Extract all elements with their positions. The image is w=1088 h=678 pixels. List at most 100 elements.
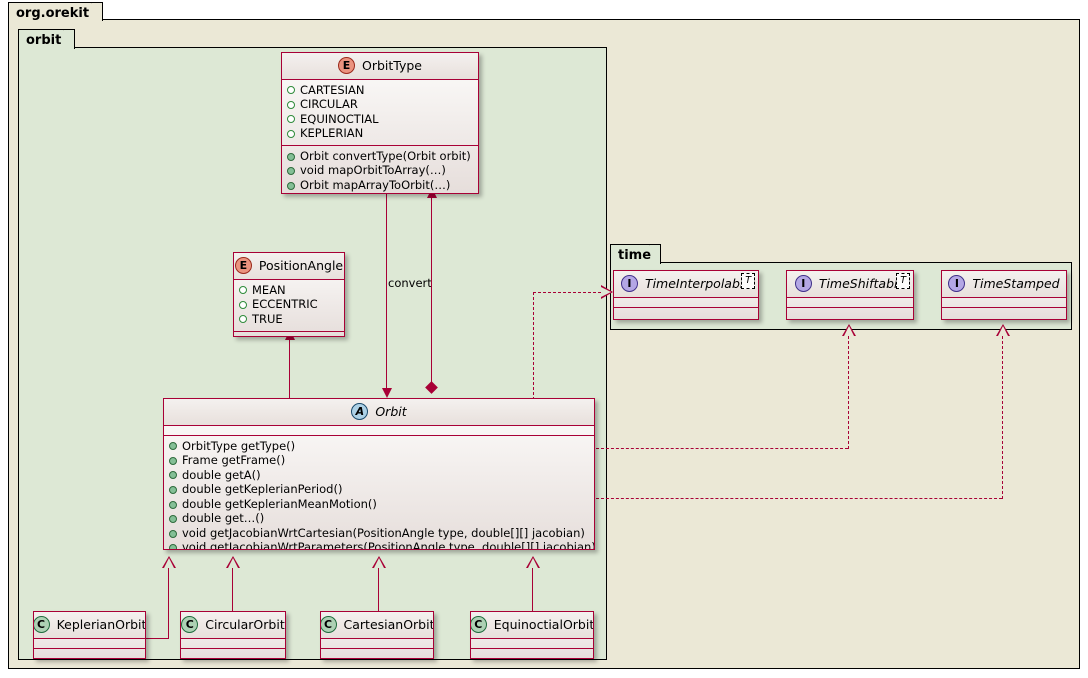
method-row: Orbit mapArrayToOrbit(…) xyxy=(287,178,473,193)
position-angle-fields: MEAN ECCENTRIC TRUE xyxy=(234,280,344,332)
edge-position-angle-line xyxy=(289,337,291,398)
method-row: Orbit convertType(Orbit orbit) xyxy=(287,149,473,164)
class-node-equinoctial-orbit[interactable]: C EquinoctialOrbit xyxy=(470,611,594,659)
public-method-icon xyxy=(169,529,177,538)
edge-realize-shiftable-vline xyxy=(848,336,849,449)
class-node-position-angle-title: PositionAngle xyxy=(258,257,344,273)
class-node-keplerian-orbit-title: KeplerianOrbit xyxy=(56,616,146,632)
method-row: double getKeplerianMeanMotion() xyxy=(169,497,589,512)
time-stamped-methods xyxy=(942,308,1066,317)
class-node-equinoctial-orbit-header: C EquinoctialOrbit xyxy=(471,612,593,639)
class-node-time-shiftable[interactable]: I TimeShiftable T xyxy=(786,270,914,320)
edge-extends-equinoctial-vline xyxy=(532,568,534,611)
class-node-time-interpolable-header: I TimeInterpolable T xyxy=(614,271,758,298)
keplerian-orbit-fields xyxy=(34,639,145,649)
edge-realize-interpolable-hline xyxy=(533,292,601,293)
generic-type-parameter-icon: T xyxy=(741,273,755,289)
class-node-circular-orbit-header: C CircularOrbit xyxy=(181,612,285,639)
edge-realize-stamped-vline xyxy=(1002,336,1003,499)
keplerian-orbit-methods xyxy=(34,649,145,658)
equinoctial-orbit-methods xyxy=(471,649,593,658)
edge-extends-circular-vline xyxy=(232,568,234,611)
class-node-time-shiftable-title: TimeShiftable xyxy=(818,275,906,291)
circular-orbit-fields xyxy=(181,639,285,649)
class-node-orbit[interactable]: A Orbit OrbitType getType() Frame getFra… xyxy=(163,398,595,550)
class-node-keplerian-orbit-header: C KeplerianOrbit xyxy=(34,612,145,639)
class-badge-icon: C xyxy=(181,616,199,633)
class-node-keplerian-orbit[interactable]: C KeplerianOrbit xyxy=(33,611,146,659)
method-row: double getA() xyxy=(169,468,589,483)
edge-extends-keplerian-hline xyxy=(145,638,169,640)
enum-badge-icon: E xyxy=(338,57,355,74)
interface-badge-icon: I xyxy=(620,275,638,292)
class-node-orbit-header: A Orbit xyxy=(164,399,594,426)
edge-extends-cartesian-vline xyxy=(378,568,380,611)
edge-extends-keplerian-vline xyxy=(168,568,170,639)
edge-realize-stamped-arrowhead xyxy=(995,324,1010,336)
enum-constant: EQUINOCTIAL xyxy=(287,112,473,127)
edge-convert-line xyxy=(386,192,388,390)
edge-extends-circular-arrowhead xyxy=(225,556,240,568)
method-row: void getJacobianWrtParameters(PositionAn… xyxy=(169,541,594,549)
method-row: double get…() xyxy=(169,512,589,527)
method-row: Frame getFrame() xyxy=(169,453,589,469)
time-stamped-fields xyxy=(942,298,1066,308)
class-node-time-interpolable[interactable]: I TimeInterpolable T xyxy=(613,270,759,320)
edge-realize-shiftable-hline xyxy=(596,448,848,449)
class-node-orbit-type[interactable]: E OrbitType CARTESIAN CIRCULAR EQUINOCTI… xyxy=(281,52,479,194)
interface-badge-icon: I xyxy=(948,275,966,292)
class-badge-icon: C xyxy=(34,616,50,633)
class-badge-icon: C xyxy=(321,616,337,633)
edge-realize-shiftable-arrowhead xyxy=(841,324,856,336)
class-node-equinoctial-orbit-title: EquinoctialOrbit xyxy=(493,616,594,632)
class-node-time-stamped-title: TimeStamped xyxy=(972,275,1060,291)
method-row: double getKeplerianPeriod() xyxy=(169,483,589,498)
edge-convert-arrowhead xyxy=(381,388,392,398)
package-org-orekit-tab: org.orekit xyxy=(8,2,103,21)
time-shiftable-methods xyxy=(787,308,913,317)
time-interpolable-fields xyxy=(614,298,758,308)
enum-constant: CIRCULAR xyxy=(287,97,473,113)
package-tab-fold-icon xyxy=(649,245,661,264)
enum-constant: CARTESIAN xyxy=(287,83,473,98)
public-method-icon xyxy=(287,167,295,176)
public-method-icon xyxy=(169,471,177,480)
class-node-circular-orbit-title: CircularOrbit xyxy=(205,616,285,632)
circular-orbit-methods xyxy=(181,649,285,658)
interface-badge-icon: I xyxy=(794,275,812,292)
class-node-time-stamped[interactable]: I TimeStamped xyxy=(941,270,1067,320)
abstract-class-badge-icon: A xyxy=(351,403,369,420)
class-node-orbit-type-header: E OrbitType xyxy=(282,53,478,80)
orbit-fields xyxy=(164,426,594,436)
public-method-icon xyxy=(169,515,177,524)
public-field-icon xyxy=(239,286,247,295)
enum-badge-icon: E xyxy=(234,257,252,274)
edge-extends-cartesian-arrowhead xyxy=(371,556,386,568)
edge-realize-stamped-hline xyxy=(596,498,1002,499)
public-field-icon xyxy=(239,315,247,324)
public-method-icon xyxy=(287,152,295,161)
package-orbit-label: orbit xyxy=(26,33,62,48)
package-time-tab: time xyxy=(610,244,661,264)
enum-constant: MEAN xyxy=(239,283,339,298)
package-orbit-tab: orbit xyxy=(18,29,75,49)
class-node-cartesian-orbit[interactable]: C CartesianOrbit xyxy=(320,611,434,659)
public-method-icon xyxy=(287,181,295,190)
method-row: void mapOrbitToArray(…) xyxy=(287,164,473,179)
public-method-icon xyxy=(169,485,177,494)
package-tab-fold-icon xyxy=(91,3,103,21)
orbit-methods: OrbitType getType() Frame getFrame() dou… xyxy=(164,436,594,549)
edge-convert-label: convert xyxy=(388,276,432,290)
class-node-time-stamped-header: I TimeStamped xyxy=(942,271,1066,298)
time-shiftable-fields xyxy=(787,298,913,308)
public-field-icon xyxy=(287,86,295,95)
edge-extends-keplerian-arrowhead xyxy=(161,556,176,568)
orbit-type-methods: Orbit convertType(Orbit orbit) void mapO… xyxy=(282,146,478,193)
cartesian-orbit-methods xyxy=(321,649,433,658)
enum-constant: KEPLERIAN xyxy=(287,127,473,142)
package-time-label: time xyxy=(618,248,652,263)
enum-constant: TRUE xyxy=(239,312,339,327)
public-method-icon xyxy=(169,500,177,509)
class-node-circular-orbit[interactable]: C CircularOrbit xyxy=(180,611,286,659)
class-node-position-angle[interactable]: E PositionAngle MEAN ECCENTRIC TRUE xyxy=(233,252,345,337)
